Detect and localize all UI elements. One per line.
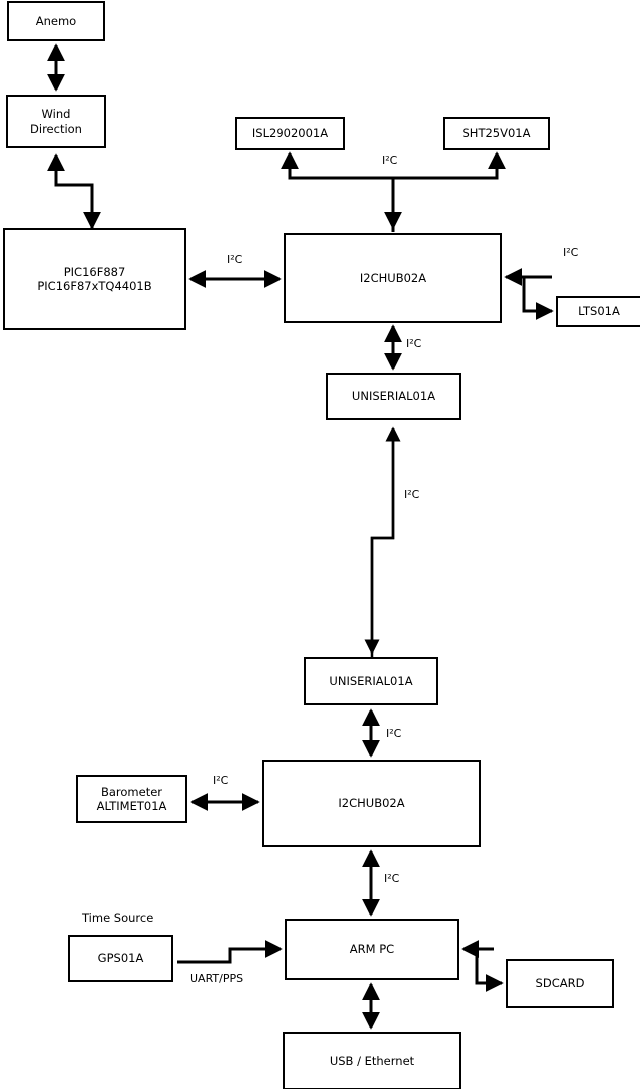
edge-label-hub-armpc: I²C (384, 872, 400, 885)
node-i2chub02a-top-label: I2CHUB02A (359, 270, 427, 285)
node-uniserial01a-bottom[interactable]: UNISERIAL01A (304, 657, 438, 705)
node-sht25v01a-label: SHT25V01A (462, 126, 531, 141)
node-pic-mcu[interactable]: PIC16F887 PIC16F87xTQ4401B (3, 228, 186, 330)
node-lts01a-label: LTS01A (578, 304, 620, 319)
node-isl2902001a-label: ISL2902001A (251, 126, 329, 141)
node-sdcard[interactable]: SDCARD (506, 959, 614, 1008)
edge-label-barometer-hub: I²C (213, 774, 229, 787)
node-lts01a[interactable]: LTS01A (556, 296, 640, 327)
node-usb-ethernet[interactable]: USB / Ethernet (283, 1032, 461, 1089)
node-sht25v01a[interactable]: SHT25V01A (443, 117, 550, 150)
node-gps01a[interactable]: GPS01A (68, 935, 173, 982)
connector-uniserial-uniserial-up (370, 426, 401, 657)
node-wind-direction-label: Wind Direction (30, 107, 82, 136)
connector-hub-lts (504, 268, 554, 320)
connector-wind-pic (54, 155, 101, 230)
node-wind-direction[interactable]: Wind Direction (6, 95, 106, 148)
node-barometer-altimet01a-label: Barometer ALTIMET01A (96, 784, 167, 813)
connector-armpc-sdcard (461, 940, 504, 992)
edge-label-uniserial-hub-bot: I²C (386, 727, 402, 740)
connector-gps-armpc (177, 940, 283, 964)
node-uniserial01a-bottom-label: UNISERIAL01A (329, 673, 413, 688)
edge-label-isl-sht-bus: I²C (382, 154, 398, 167)
edge-label-gps-armpc: UART/PPS (190, 972, 244, 985)
node-anemo-label: Anemo (35, 13, 77, 28)
connector-pic-wind (47, 153, 94, 228)
node-pic-mcu-label: PIC16F887 PIC16F87xTQ4401B (37, 264, 152, 293)
edge-label-uniserial-uniserial: I²C (404, 488, 420, 501)
node-gps01a-label: GPS01A (97, 951, 144, 966)
node-barometer-altimet01a[interactable]: Barometer ALTIMET01A (76, 775, 187, 823)
node-anemo[interactable]: Anemo (7, 1, 105, 41)
node-isl2902001a[interactable]: ISL2902001A (235, 117, 345, 150)
node-uniserial01a-top-label: UNISERIAL01A (351, 389, 436, 404)
node-i2chub02a-bottom-label: I2CHUB02A (338, 796, 405, 811)
node-arm-pc-label: ARM PC (349, 942, 395, 957)
node-i2chub02a-bottom[interactable]: I2CHUB02A (262, 760, 481, 847)
edge-label-hub-lts: I²C (563, 246, 579, 259)
node-usb-ethernet-label: USB / Ethernet (329, 1053, 415, 1068)
label-time-source: Time Source (82, 911, 154, 925)
edge-label-pic-hub: I²C (227, 253, 243, 266)
node-i2chub02a-top[interactable]: I2CHUB02A (284, 233, 502, 323)
edge-label-hub-uniserial: I²C (406, 337, 422, 350)
node-uniserial01a-top[interactable]: UNISERIAL01A (326, 373, 461, 420)
connector-uniserial-uniserial-down (364, 428, 395, 655)
node-arm-pc[interactable]: ARM PC (285, 919, 459, 980)
node-sdcard-label: SDCARD (535, 976, 585, 991)
